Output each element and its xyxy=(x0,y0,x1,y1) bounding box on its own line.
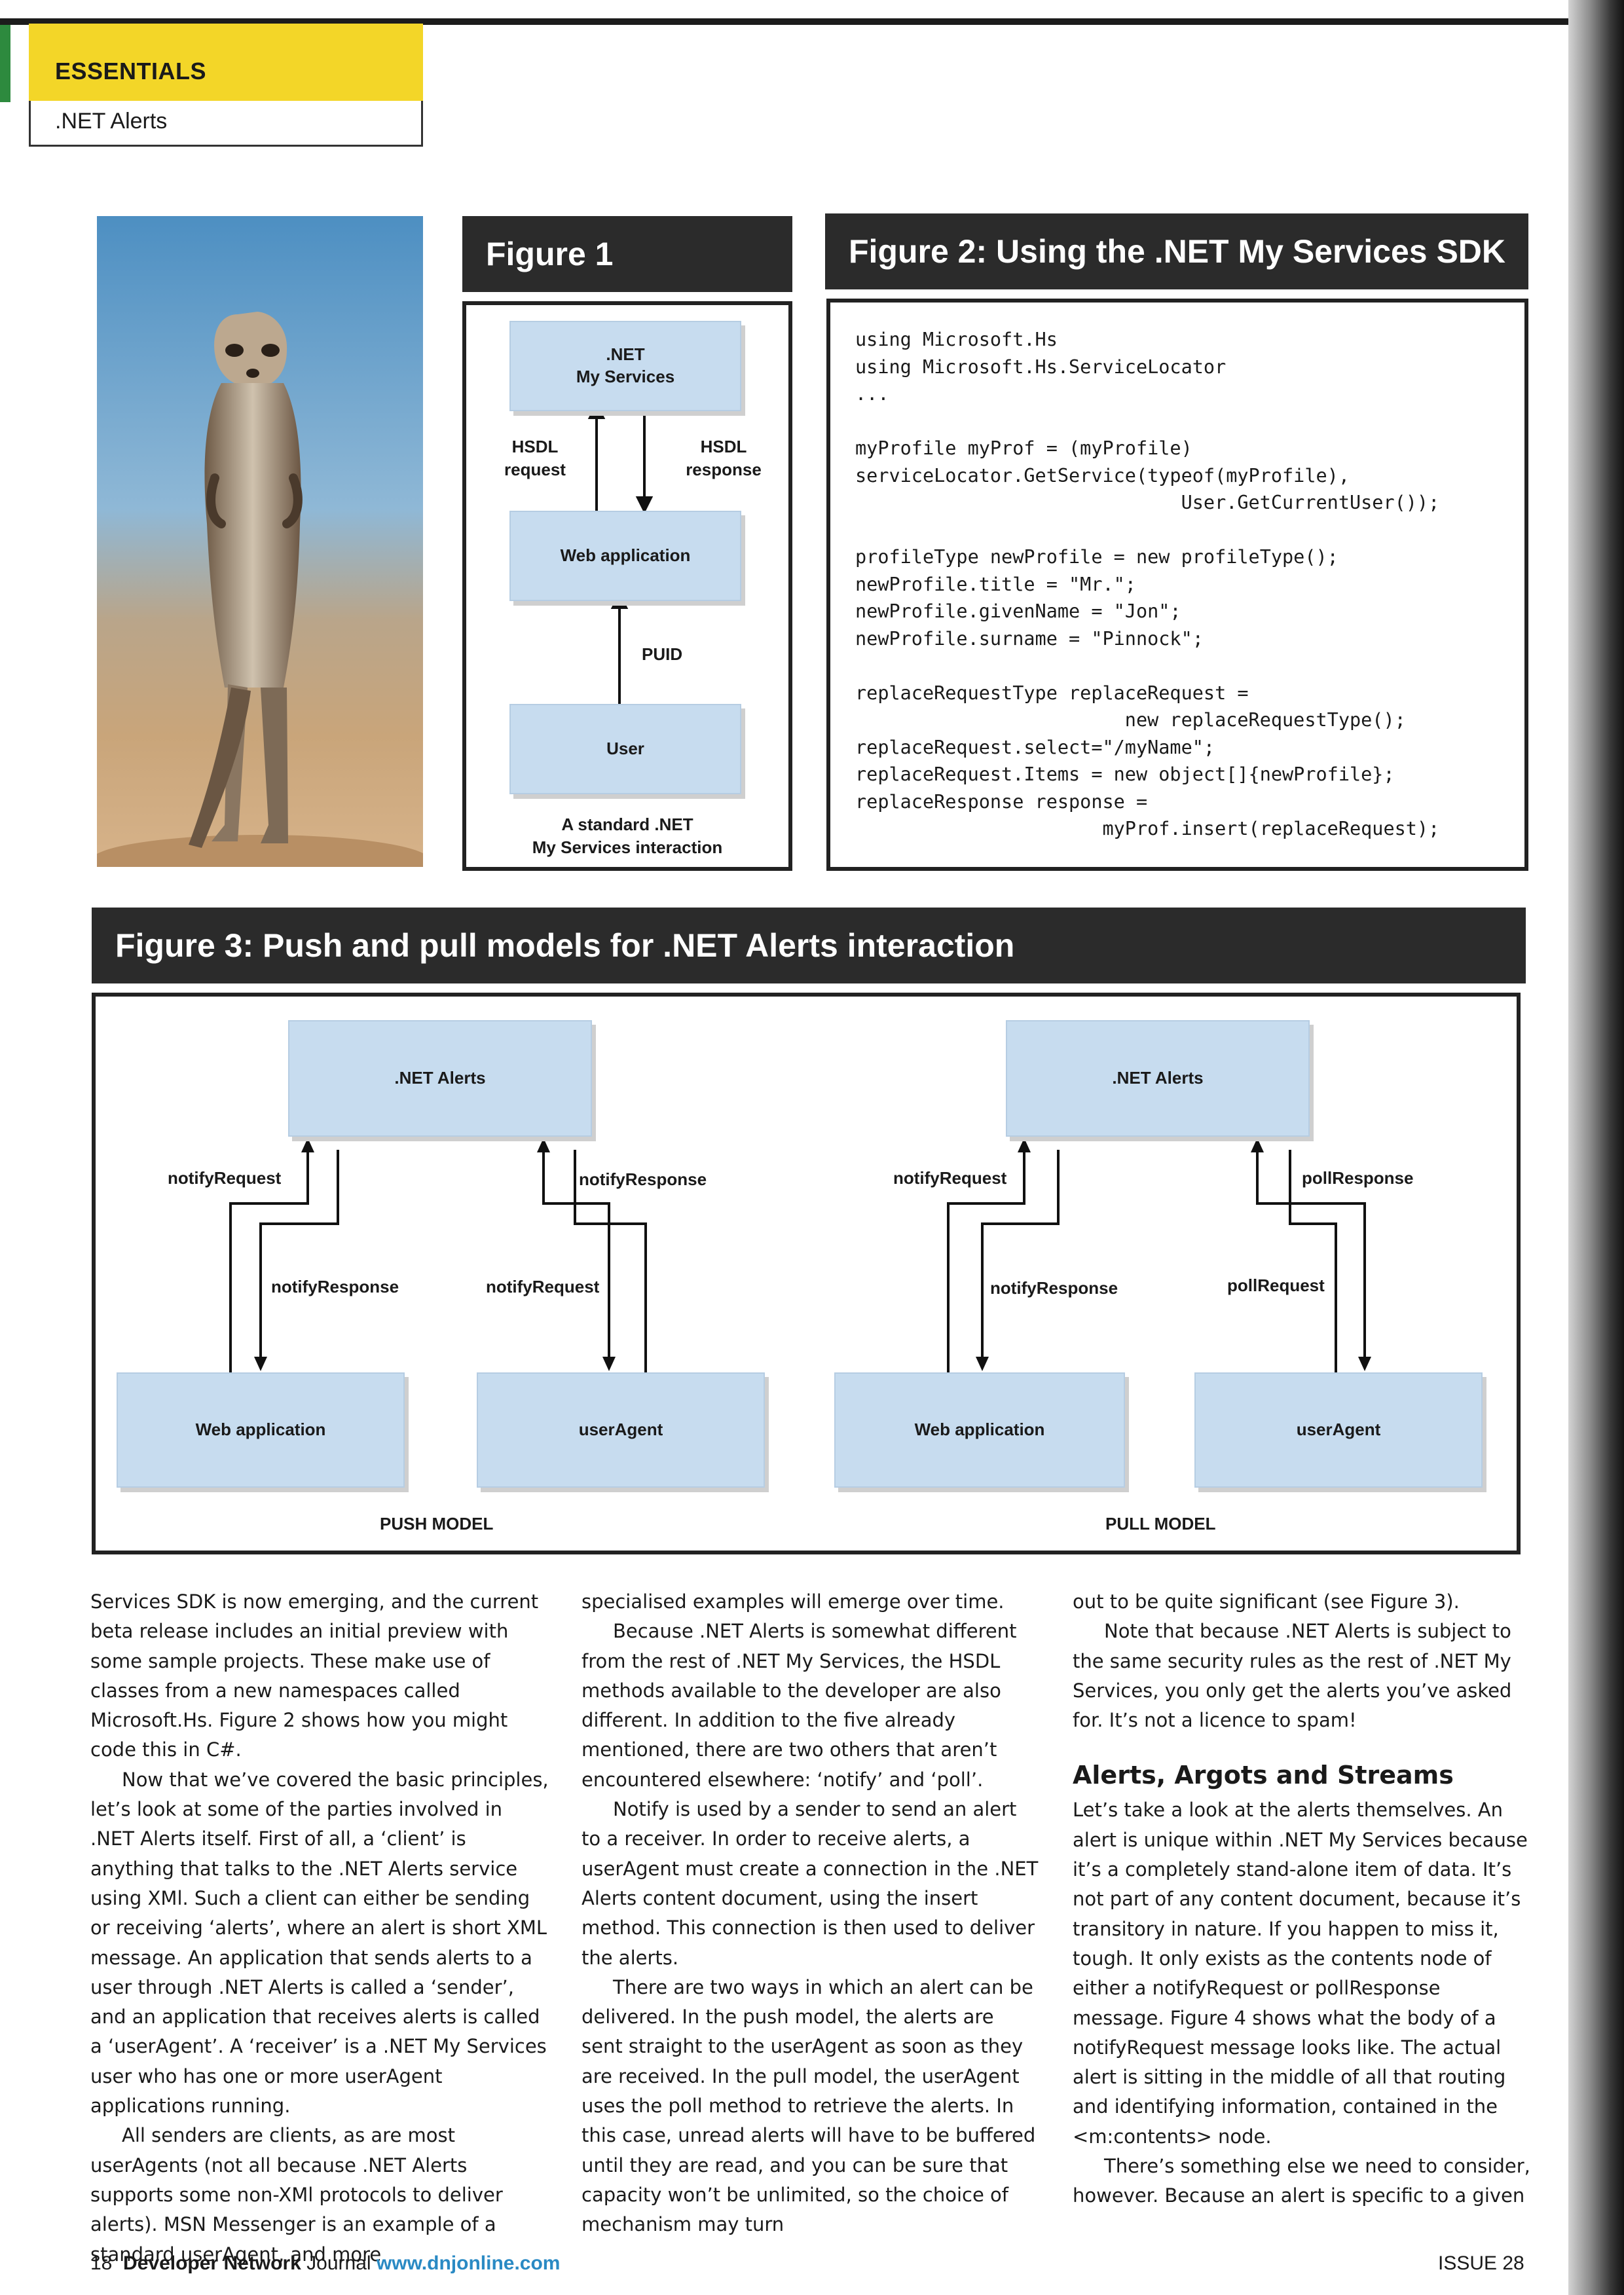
footer-publication: 18 Developer Network Journal www.dnjonli… xyxy=(90,2252,560,2275)
push-label-notify-response-left: notifyResponse xyxy=(271,1277,399,1296)
figure1-label-puid: PUID xyxy=(642,644,683,664)
push-node-net-alerts: .NET Alerts xyxy=(288,1020,592,1137)
paragraph: There are two ways in which an alert can… xyxy=(581,1975,1036,2236)
figure3-title: Figure 3: Push and pull models for .NET … xyxy=(92,908,1526,983)
section-tab-marker xyxy=(0,25,10,102)
section-heading: Alerts, Argots and Streams xyxy=(1073,1761,1454,1790)
push-model-caption: PUSH MODEL xyxy=(380,1514,494,1533)
figure1-node-web-application: Web application xyxy=(509,511,741,601)
push-label-notify-request-left: notifyRequest xyxy=(168,1168,282,1188)
subsection-box xyxy=(29,101,423,147)
paragraph: Because .NET Alerts is somewhat differen… xyxy=(581,1620,1017,1791)
push-label-notify-request-right: notifyRequest xyxy=(486,1277,600,1296)
figure3-arrows xyxy=(229,1138,1371,1374)
page-number: 18 xyxy=(90,2252,113,2274)
paragraph: out to be quite significant (see Figure … xyxy=(1073,1590,1460,1613)
figure1-title: Figure 1 xyxy=(462,216,792,292)
pull-node-useragent: userAgent xyxy=(1194,1372,1483,1488)
top-rule xyxy=(0,18,1568,25)
figure1-node-my-services: .NET My Services xyxy=(509,321,741,411)
issue-number: ISSUE 28 xyxy=(1438,2252,1524,2274)
article-column-1: Services SDK is now emerging, and the cu… xyxy=(90,1587,549,2269)
push-node-useragent: userAgent xyxy=(477,1372,765,1488)
section-banner xyxy=(29,24,423,101)
article-column-2: specialised examples will emerge over ti… xyxy=(581,1587,1040,2240)
paragraph: Let’s take a look at the alerts themselv… xyxy=(1073,1799,1528,2148)
figure1-node-user: User xyxy=(509,704,741,794)
pull-label-notify-response: notifyResponse xyxy=(990,1278,1118,1298)
figure1-caption: A standard .NET My Services interaction xyxy=(532,815,723,858)
page-gutter-shadow xyxy=(1568,0,1624,2295)
paragraph: Note that because .NET Alerts is subject… xyxy=(1073,1620,1512,1732)
pull-label-notify-request: notifyRequest xyxy=(893,1168,1007,1188)
pull-label-poll-request: pollRequest xyxy=(1227,1276,1325,1295)
figure1-label-hsdl-response: HSDL response xyxy=(686,437,762,480)
paragraph: There’s something else we need to consid… xyxy=(1073,2155,1530,2207)
push-label-notify-response-right: notifyResponse xyxy=(579,1169,707,1189)
website-link[interactable]: www.dnjonline.com xyxy=(376,2252,561,2274)
paragraph: Services SDK is now emerging, and the cu… xyxy=(90,1590,539,1761)
meerkat-illustration xyxy=(97,216,423,867)
pull-node-net-alerts: .NET Alerts xyxy=(1006,1020,1310,1137)
push-node-web-application: Web application xyxy=(117,1372,405,1488)
publication-name: Developer Network xyxy=(123,2252,301,2274)
section-label: ESSENTIALS xyxy=(55,58,207,84)
meerkat-photo xyxy=(97,216,423,867)
figure2-box xyxy=(826,299,1528,871)
pull-model-caption: PULL MODEL xyxy=(1105,1514,1216,1533)
publication-suffix: Journal xyxy=(306,2252,371,2274)
paragraph: Now that we’ve covered the basic princip… xyxy=(90,1768,549,2118)
paragraph: Notify is used by a sender to send an al… xyxy=(581,1798,1039,1969)
article-column-3: out to be quite significant (see Figure … xyxy=(1073,1587,1532,2211)
pull-node-web-application: Web application xyxy=(834,1372,1125,1488)
paragraph: specialised examples will emerge over ti… xyxy=(581,1590,1005,1613)
figure2-title: Figure 2: Using the .NET My Services SDK xyxy=(825,213,1528,289)
subsection-label: .NET Alerts xyxy=(55,109,168,134)
figure1-label-hsdl-request: HSDL request xyxy=(504,437,566,480)
pull-label-poll-response: pollResponse xyxy=(1302,1168,1414,1188)
paragraph: All senders are clients, as are most use… xyxy=(90,2124,503,2266)
figure2-code: using Microsoft.Hs using Microsoft.Hs.Se… xyxy=(855,329,1440,839)
